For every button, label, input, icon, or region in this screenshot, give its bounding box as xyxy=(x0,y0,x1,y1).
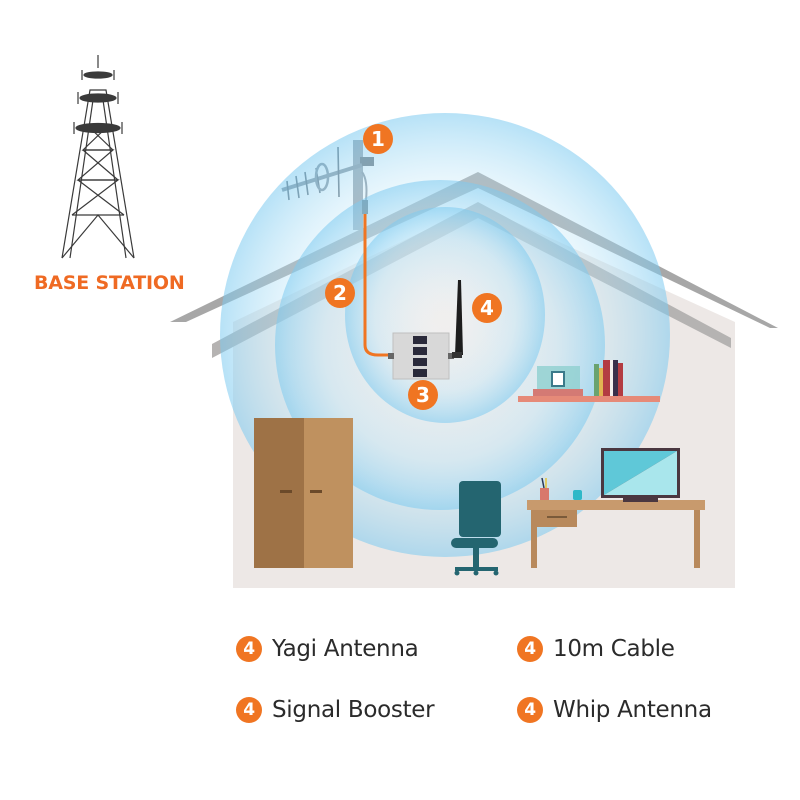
office-chair xyxy=(451,481,501,576)
callout-cable: 2 xyxy=(325,278,355,308)
legend-item-signal-booster: 4 Signal Booster xyxy=(236,697,435,723)
callout-yagi-antenna: 1 xyxy=(363,124,393,154)
legend-item-cable: 4 10m Cable xyxy=(517,636,675,662)
wall-shelf xyxy=(518,360,660,402)
whip-antenna-icon xyxy=(452,280,463,358)
base-station-label: BASE STATION xyxy=(34,272,185,294)
callout-signal-booster: 3 xyxy=(408,380,438,410)
wardrobe xyxy=(254,418,353,568)
legend-badge: 4 xyxy=(236,697,262,723)
legend-badge: 4 xyxy=(517,697,543,723)
cell-tower-icon xyxy=(61,55,135,259)
legend-badge: 4 xyxy=(236,636,262,662)
legend-label: Yagi Antenna xyxy=(272,636,419,662)
desk xyxy=(527,448,705,568)
legend-badge: 4 xyxy=(517,636,543,662)
cable xyxy=(363,214,392,357)
legend-item-whip-antenna: 4 Whip Antenna xyxy=(517,697,712,723)
signal-booster-icon xyxy=(388,332,454,380)
legend-label: 10m Cable xyxy=(553,636,675,662)
legend-label: Signal Booster xyxy=(272,697,435,723)
legend-item-yagi-antenna: 4 Yagi Antenna xyxy=(236,636,419,662)
legend-label: Whip Antenna xyxy=(553,697,712,723)
callout-whip-antenna: 4 xyxy=(472,293,502,323)
